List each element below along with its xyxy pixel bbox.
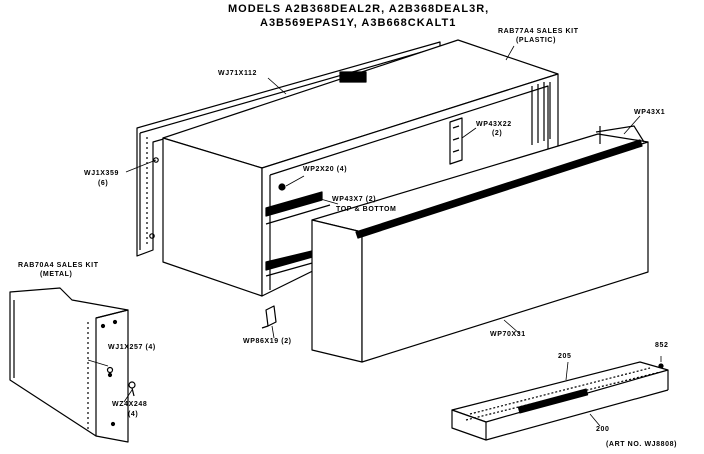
bracket-wp43x22 xyxy=(449,117,463,165)
label-wz4x248: WZ4X248 xyxy=(112,401,148,408)
diagram-title-line2: A3B569EPAS1Y, A3B668CKALT1 xyxy=(260,17,457,29)
label-rab70a4-kit: RAB70A4 SALES KIT xyxy=(18,262,99,269)
label-rab77a4-kit: RAB77A4 SALES KIT xyxy=(498,28,579,35)
label-wp43x7-sub: TOP & BOTTOM xyxy=(336,206,397,213)
label-part-200: 200 xyxy=(596,426,610,433)
label-wp70x31: WP70X31 xyxy=(490,331,526,338)
label-wj1x359: WJ1X359 xyxy=(84,170,119,177)
clip-wp86x19 xyxy=(261,305,277,329)
front-panel xyxy=(311,125,649,363)
label-wp86x19: WP86X19 (2) xyxy=(243,338,292,345)
screw-wz4x248 xyxy=(128,381,136,397)
label-wp43x7: WP43X7 (2) xyxy=(332,196,377,203)
label-wz4x248-qty: (4) xyxy=(128,411,139,418)
label-rab70a4-kit-sub: (METAL) xyxy=(40,271,73,278)
label-wj1x257: WJ1X257 (4) xyxy=(108,344,156,351)
side-panel-kit xyxy=(9,287,129,443)
grille-assembly xyxy=(451,361,669,441)
label-wp43x1: WP43X1 xyxy=(634,109,666,116)
label-wp43x22: WP43X22 xyxy=(476,121,512,128)
label-part-205: 205 xyxy=(558,353,572,360)
diagram-title-line1: MODELS A2B368DEAL2R, A2B368DEAL3R, xyxy=(228,3,490,15)
art-number: (ART NO. WJ8808) xyxy=(606,441,678,448)
label-wp2x20: WP2X20 (4) xyxy=(303,166,348,173)
label-part-852: 852 xyxy=(655,342,669,349)
screw-wj1x257 xyxy=(106,366,114,374)
label-wj1x359-qty: (6) xyxy=(98,180,109,187)
label-wj71x112: WJ71X112 xyxy=(218,70,258,77)
label-rab77a4-kit-sub: (PLASTIC) xyxy=(516,37,557,44)
label-wp43x22-qty: (2) xyxy=(492,130,503,137)
